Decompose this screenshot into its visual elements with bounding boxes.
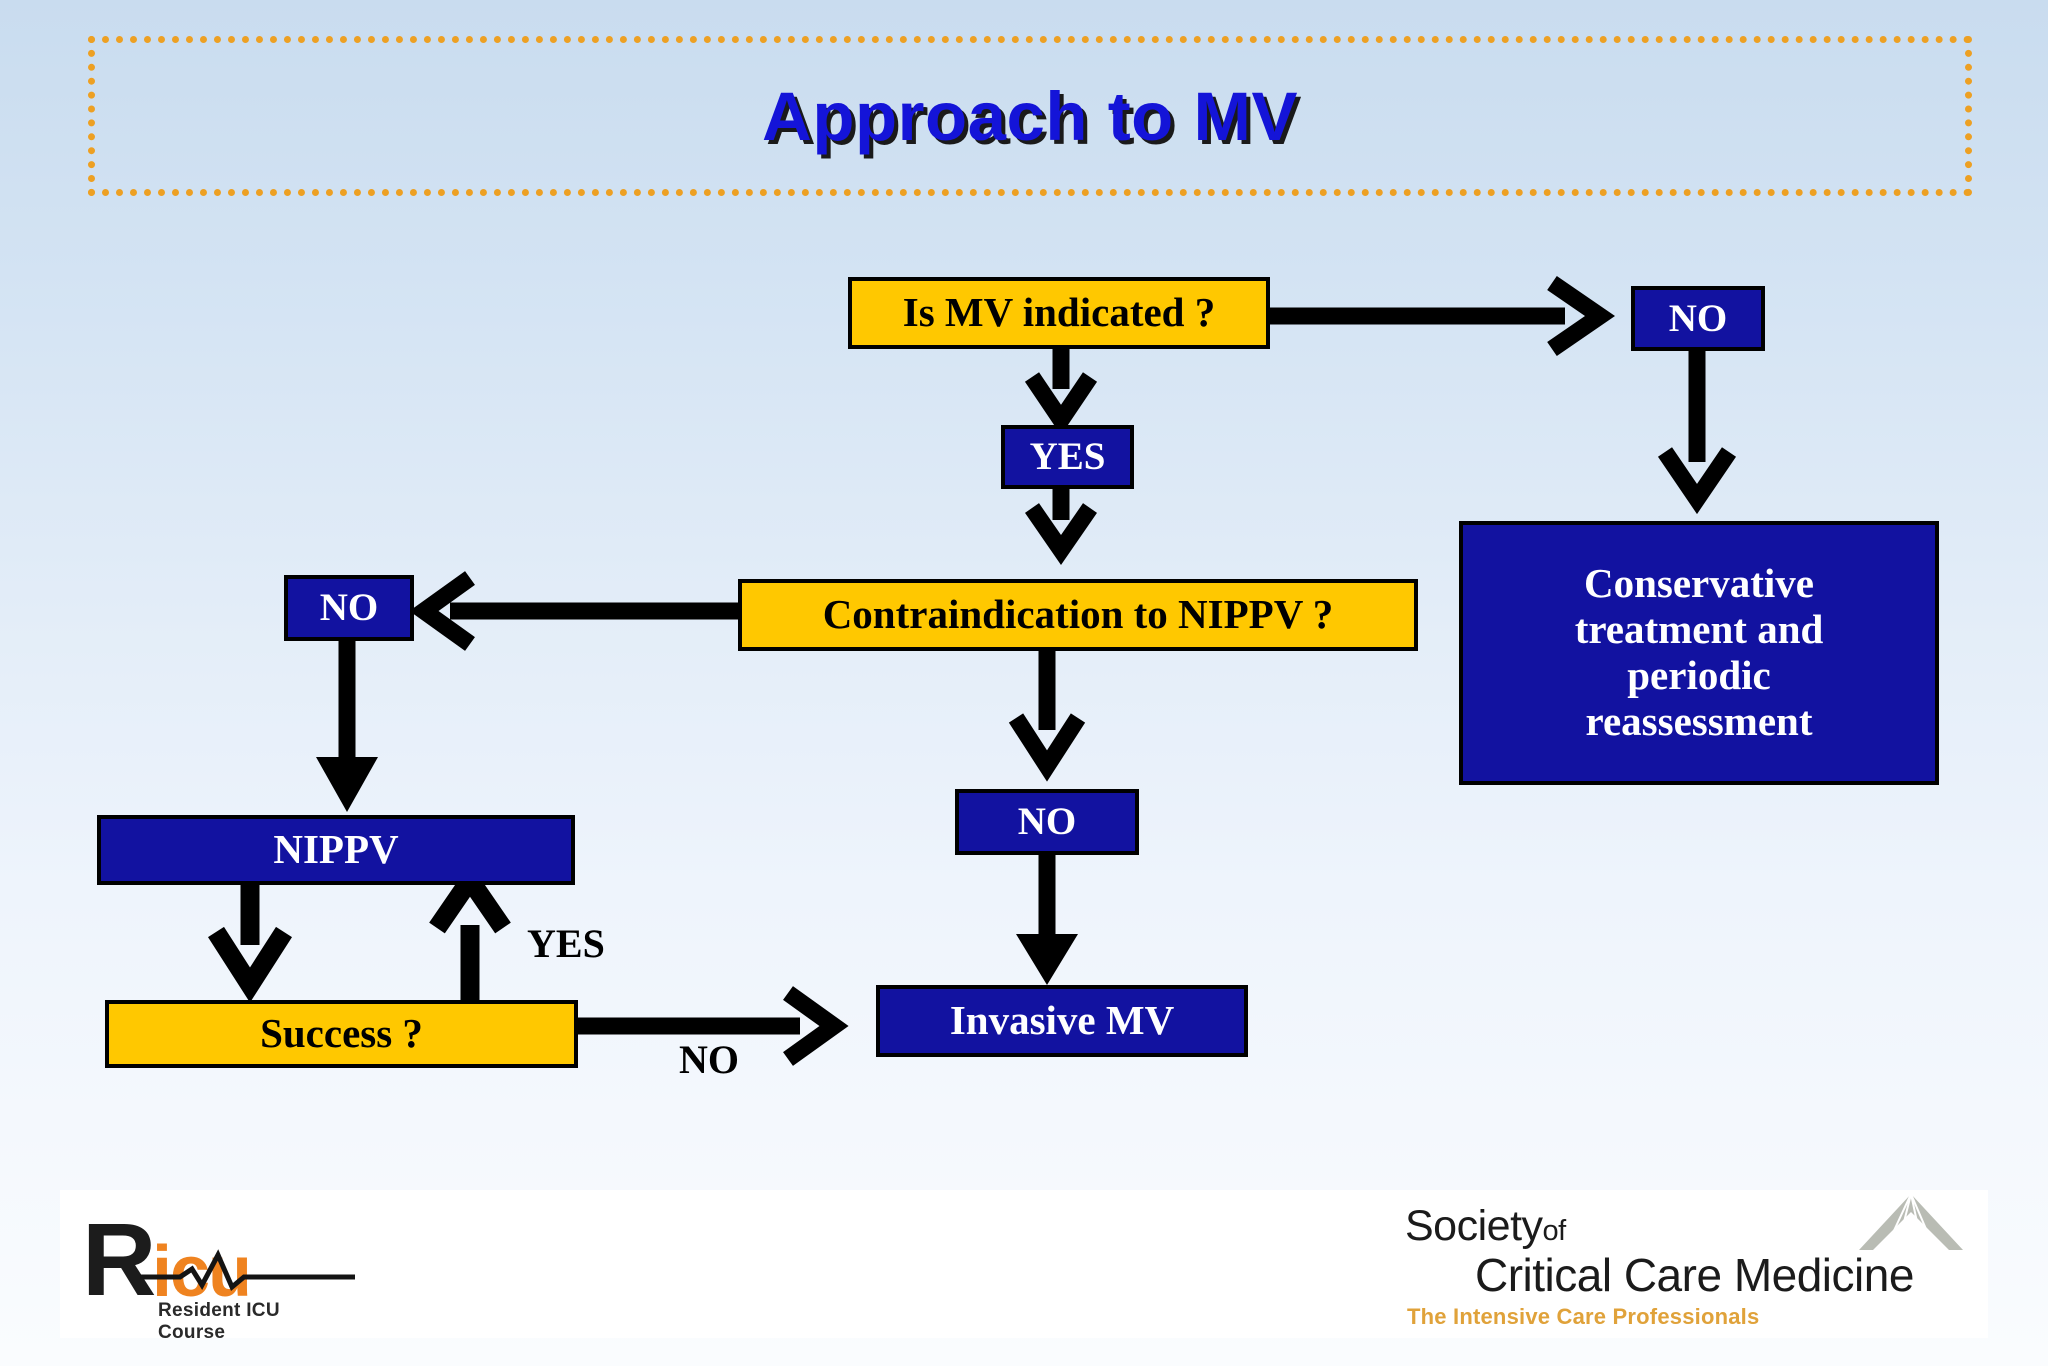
node-label: Contraindication to NIPPV ? bbox=[822, 591, 1334, 638]
node-label: NO bbox=[319, 586, 379, 630]
node-label-line-4: reassessment bbox=[1585, 697, 1813, 744]
node-label: NIPPV bbox=[273, 826, 399, 873]
sccm-tagline: The Intensive Care Professionals bbox=[1407, 1304, 1760, 1329]
node-invasive-mv[interactable]: Invasive MV bbox=[876, 985, 1248, 1057]
node-label: Invasive MV bbox=[949, 997, 1175, 1044]
ricu-wordmark: icu bbox=[152, 1232, 252, 1312]
sccm-triangle-icon bbox=[1859, 1193, 1963, 1251]
node-label: YES bbox=[1029, 435, 1106, 479]
edge-label-no: NO bbox=[679, 1037, 739, 1082]
sccm-of-text: of bbox=[1542, 1215, 1567, 1247]
sccm-society-text: Society bbox=[1405, 1202, 1543, 1250]
ecg-line-icon bbox=[140, 1249, 355, 1292]
sccm-logo: Societyof Critical Care Medicine The Int… bbox=[1405, 1193, 1965, 1338]
ricu-mark-letter: R bbox=[82, 1202, 157, 1317]
ricu-subtitle: Resident ICU Course bbox=[158, 1300, 280, 1343]
node-no-right[interactable]: NO bbox=[1631, 286, 1765, 351]
footer-band bbox=[60, 1190, 1988, 1338]
node-contraindication-to-nippv[interactable]: Contraindication to NIPPV ? bbox=[738, 579, 1418, 651]
node-label-line-2: treatment and bbox=[1574, 606, 1824, 653]
node-nippv[interactable]: NIPPV bbox=[97, 815, 575, 885]
node-label: NO bbox=[1668, 296, 1728, 340]
node-no-middle[interactable]: NO bbox=[955, 789, 1139, 855]
sccm-line-2: Critical Care Medicine bbox=[1475, 1249, 1914, 1301]
node-success[interactable]: Success ? bbox=[105, 1000, 578, 1068]
ricu-logo: R icu Resident ICU Course bbox=[80, 1195, 355, 1343]
edge-label-yes: YES bbox=[527, 921, 605, 966]
node-label: Is MV indicated ? bbox=[902, 289, 1216, 336]
node-label-line-3: periodic bbox=[1627, 652, 1771, 698]
title-banner: Approach to MV bbox=[88, 36, 1972, 196]
node-is-mv-indicated[interactable]: Is MV indicated ? bbox=[848, 277, 1270, 349]
node-label-line-1: Conservative bbox=[1583, 560, 1814, 607]
node-no-left[interactable]: NO bbox=[284, 575, 414, 641]
node-yes[interactable]: YES bbox=[1001, 425, 1134, 489]
sccm-line-1: Societyof bbox=[1405, 1202, 1566, 1251]
page-title: Approach to MV bbox=[762, 77, 1298, 155]
node-label: NO bbox=[1017, 800, 1077, 844]
node-conservative-treatment[interactable]: Conservative treatment and periodic reas… bbox=[1459, 521, 1939, 785]
node-label: Success ? bbox=[260, 1010, 423, 1057]
